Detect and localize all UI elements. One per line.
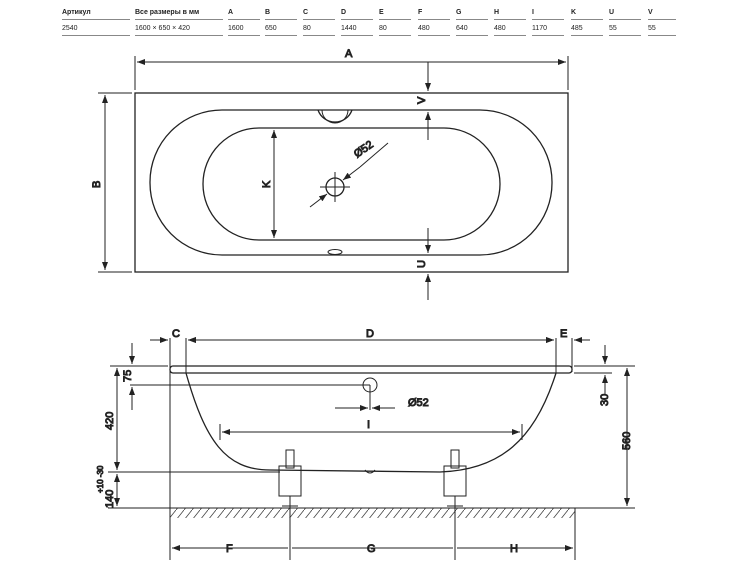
dim-i-label: I <box>367 419 370 431</box>
table-header-cell: G <box>456 8 488 20</box>
floor <box>170 508 575 518</box>
dim-k-label: K <box>261 180 273 188</box>
dim-d-label: D <box>366 328 374 340</box>
dim-f-label: F <box>226 543 233 555</box>
table-header-cell: C <box>303 8 335 20</box>
table-header-cell: K <box>571 8 603 20</box>
table-header-cell: Все размеры в мм <box>135 8 223 20</box>
overflow-label: Ø52 <box>408 397 429 409</box>
dim-420-label: 420 <box>104 412 116 430</box>
dim-g-label: G <box>367 543 376 555</box>
tub-rim <box>169 365 573 374</box>
dim-560-label: 560 <box>621 432 633 450</box>
table-value-cell: 2540 <box>62 24 130 36</box>
table-value-cell: 485 <box>571 24 603 36</box>
table-value-cell: 1600 <box>228 24 260 36</box>
table-header-cell: V <box>648 8 676 20</box>
table-header-cell: Артикул <box>62 8 130 20</box>
dim-u-label: U <box>416 260 428 268</box>
drain-outlet <box>327 249 343 255</box>
dim-a-label: A <box>345 48 353 60</box>
table-value-cell: 1600 × 650 × 420 <box>135 24 223 36</box>
table-value-cell: 650 <box>265 24 297 36</box>
dim-30-label: 30 <box>599 394 611 406</box>
tub-body <box>185 372 557 473</box>
dim-b-label: B <box>91 181 103 188</box>
table-header-cell: I <box>532 8 564 20</box>
table-header-cell: E <box>379 8 411 20</box>
table-header-cell: B <box>265 8 297 20</box>
top-view: Ø52 A B K V U <box>91 48 569 300</box>
table-value-cell: 1170 <box>532 24 564 36</box>
table-header-cell: H <box>494 8 526 20</box>
table-value-cell: 480 <box>418 24 450 36</box>
table-value-row: 2540 1600 × 650 × 420 1600 650 80 1440 80 480 64… <box>62 22 676 38</box>
table-value-cell: 55 <box>648 24 676 36</box>
table-header-cell: U <box>609 8 641 20</box>
dim-v-label: V <box>416 96 428 104</box>
table-value-cell: 1440 <box>341 24 373 36</box>
dim-e-label: E <box>560 328 567 340</box>
side-view: C D E Ø52 75 420 140 +10 -30 I 30 560 F … <box>96 328 635 560</box>
table-header-cell: A <box>228 8 260 20</box>
table-header-cell: F <box>418 8 450 20</box>
table-value-cell: 80 <box>303 24 335 36</box>
table-value-cell: 80 <box>379 24 411 36</box>
overflow-outline <box>317 109 353 123</box>
leg-right <box>443 449 467 507</box>
table-value-cell: 55 <box>609 24 641 36</box>
dim-h-label: H <box>510 543 518 555</box>
dim-140-label: 140 <box>104 490 116 508</box>
dim-140-tolerance: +10 -30 <box>96 465 105 493</box>
table-value-cell: 640 <box>456 24 488 36</box>
table-header-cell: D <box>341 8 373 20</box>
leg-left <box>278 449 302 507</box>
dim-c-label: C <box>172 328 180 340</box>
dim-75-label: 75 <box>122 370 134 382</box>
table-value-cell: 480 <box>494 24 526 36</box>
